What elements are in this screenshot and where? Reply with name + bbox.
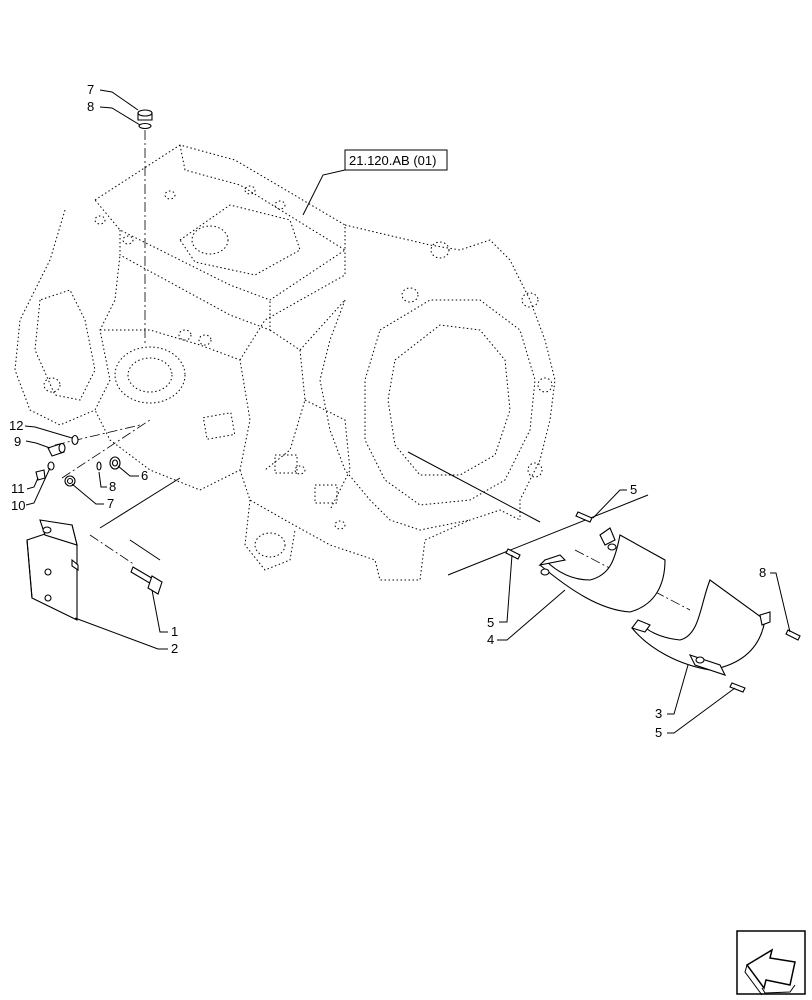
callout-8-mid: 8: [109, 479, 116, 494]
assembly-centerlines: [54, 130, 691, 611]
callout-labels: 7 8 12 9 11 10 8 7 6 1 2 5 5 4 8 3 5: [9, 82, 766, 740]
callout-5-a: 5: [630, 482, 637, 497]
callout-5-c: 5: [655, 725, 662, 740]
screw-8-right: [785, 629, 801, 641]
callout-11: 11: [11, 481, 25, 496]
callout-7-mid: 7: [107, 496, 114, 511]
guard-4: [538, 527, 666, 613]
plug-9: [47, 442, 66, 457]
reference-box[interactable]: 21.120.AB (01): [344, 149, 448, 171]
callout-5-b: 5: [487, 615, 494, 630]
callout-1: 1: [171, 624, 178, 639]
transmission-housing-phantom: [14, 144, 556, 581]
callout-3: 3: [655, 706, 662, 721]
callout-10: 10: [11, 498, 25, 513]
screw-5a: [575, 511, 593, 523]
callout-4: 4: [487, 632, 494, 647]
callout-2: 2: [171, 641, 178, 656]
callout-8-right: 8: [759, 565, 766, 580]
bracket-2: [26, 519, 79, 621]
screw-5b: [505, 548, 521, 560]
reference-label: 21.120.AB (01): [349, 153, 436, 168]
bolt-1: [130, 566, 163, 595]
callout-9: 9: [14, 434, 21, 449]
washer-10: [47, 461, 55, 471]
washer-8-mid: [96, 461, 102, 471]
guard-3: [631, 579, 771, 676]
callout-6: 6: [141, 468, 148, 483]
screw-5c: [729, 682, 746, 693]
callout-8-top: 8: [87, 99, 94, 114]
plug-6: [109, 456, 121, 470]
callout-12: 12: [9, 418, 23, 433]
next-page-arrow-icon[interactable]: [736, 930, 806, 996]
plug-7-mid: [64, 475, 76, 487]
plug-top: [137, 109, 153, 130]
view-break-lines: [99, 451, 649, 576]
washer-12: [71, 434, 79, 446]
callout-7-top: 7: [87, 82, 94, 97]
leader-lines: [24, 89, 791, 734]
